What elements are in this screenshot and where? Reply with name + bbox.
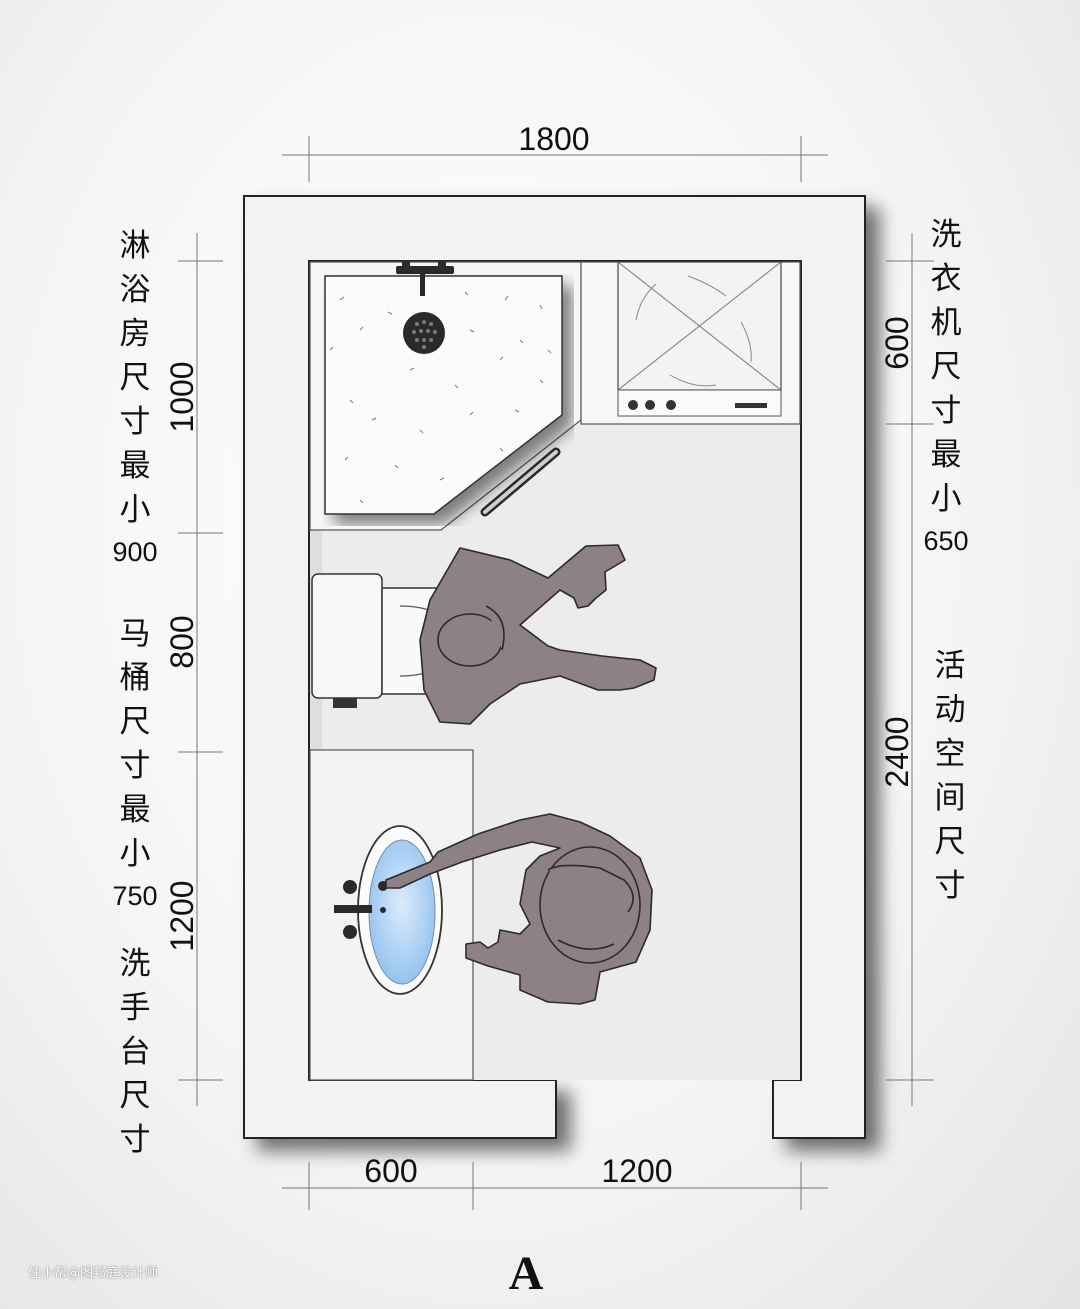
dim-bottom-left: 600	[364, 1153, 417, 1189]
dim-left-shower: 1000	[164, 361, 200, 432]
washer-min-value: 650	[923, 526, 969, 556]
shower-size-text: 淋浴房尺寸最小	[119, 228, 151, 528]
washing-machine-icon	[580, 261, 801, 425]
dim-left-toilet: 800	[164, 615, 200, 668]
shower-head-icon	[403, 312, 445, 354]
shower-valve-icon	[396, 260, 454, 296]
basin-size-text: 洗手台尺寸	[119, 946, 151, 1158]
dimension-lines	[178, 136, 934, 1210]
outer-walls	[243, 195, 866, 1139]
washer-size-label: 洗衣机尺寸最小 650	[923, 213, 968, 561]
toilet-size-text: 马桶尺寸最小	[119, 616, 151, 872]
shower-size-label: 淋浴房尺寸最小 900	[112, 224, 157, 572]
dim-right-washer: 600	[879, 316, 915, 369]
activity-space-label: 活动空间尺寸	[928, 644, 972, 908]
washer-size-text: 洗衣机尺寸最小	[930, 217, 962, 517]
dim-left-basin: 1200	[164, 880, 200, 951]
activity-space-text: 活动空间尺寸	[934, 648, 966, 904]
toilet-size-label: 马桶尺寸最小 750	[112, 612, 157, 916]
shower-handle	[480, 447, 561, 517]
source-credit: 住小帮@图邦庭设计师	[28, 1266, 159, 1281]
shower-enclosure	[309, 260, 582, 531]
person-standing-icon	[385, 813, 653, 1005]
person-sitting-icon	[419, 544, 657, 725]
dim-top-width: 1800	[518, 121, 589, 157]
basin-water	[368, 839, 436, 985]
plan-letter: A	[508, 1247, 544, 1300]
dim-bottom-right: 1200	[601, 1153, 672, 1189]
dim-right-activity: 2400	[879, 716, 915, 787]
vanity-counter	[309, 749, 474, 1081]
toilet-min-value: 750	[112, 881, 158, 911]
shower-min-value: 900	[112, 537, 158, 567]
basin-size-label: 洗手台尺寸	[113, 942, 157, 1162]
